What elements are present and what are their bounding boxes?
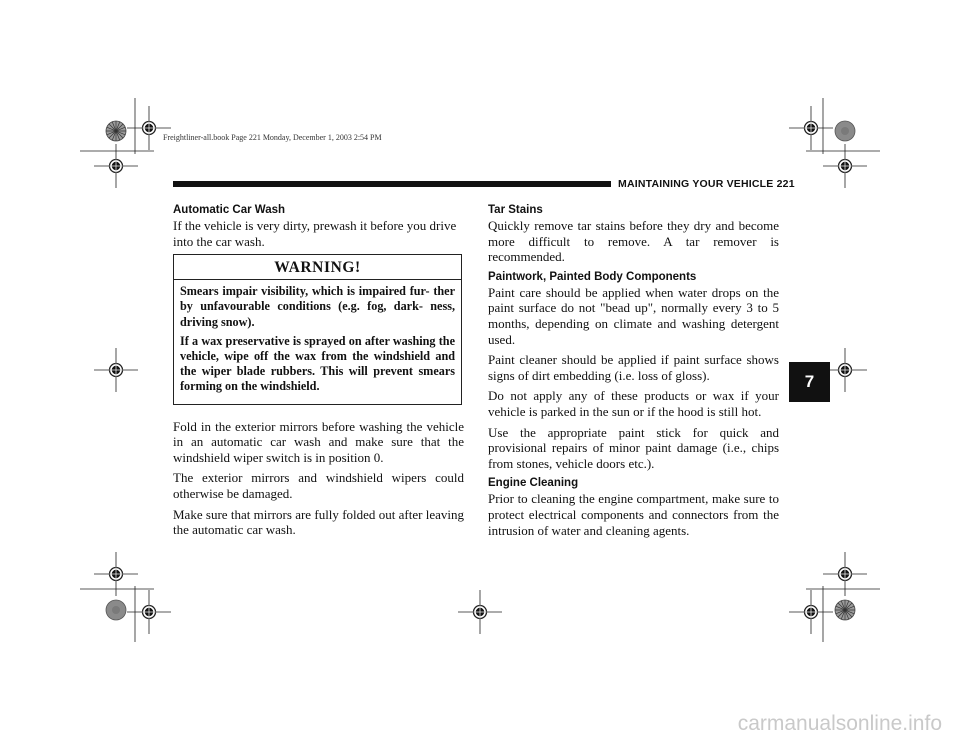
body-paragraph: Use the appropriate paint stick for quic… [488,424,779,471]
warning-paragraph: If a wax preservative is sprayed on afte… [180,333,455,394]
warning-paragraph: Smears impair visibility, which is impai… [180,284,455,329]
left-column: Automatic Car Wash If the vehicle is ver… [173,203,464,543]
body-paragraph: Paint care should be applied when water … [488,284,779,347]
car-wash-intro: If the vehicle is very dirty, prewash it… [173,218,457,249]
warning-title: WARNING! [174,255,461,281]
body-paragraph: Quickly remove tar stains before they dr… [488,218,779,265]
section-heading-paintwork: Paintwork, Painted Body Components [488,270,697,283]
body-paragraph: Make sure that mirrors are fully folded … [173,506,464,538]
warning-body: Smears impair visibility, which is impai… [174,280,461,403]
body-paragraph: Prior to cleaning the engine compartment… [488,491,779,538]
body-paragraph: The exterior mirrors and windshield wipe… [173,470,464,501]
section-heading-engine-cleaning: Engine Cleaning [488,477,579,490]
section-heading-tar-stains: Tar Stains [488,204,543,216]
chapter-tab: 7 [789,362,830,402]
body-paragraph: Paint cleaner should be applied if paint… [488,352,779,383]
warning-box: WARNING! Smears impair visibility, which… [173,254,462,405]
body-paragraph: Fold in the exterior mirrors before wash… [173,418,464,465]
book-imprint-line: Freightliner-all.book Page 221 Monday, D… [163,133,382,142]
right-column: Tar Stains Quickly remove tar stains bef… [488,203,779,543]
running-header: MAINTAINING YOUR VEHICLE 221 [618,178,795,190]
body-paragraph: Do not apply any of these products or wa… [488,388,779,419]
header-rule [173,181,611,187]
section-heading-car-wash: Automatic Car Wash [173,204,286,216]
site-watermark: carmanualsonline.info [737,712,942,735]
